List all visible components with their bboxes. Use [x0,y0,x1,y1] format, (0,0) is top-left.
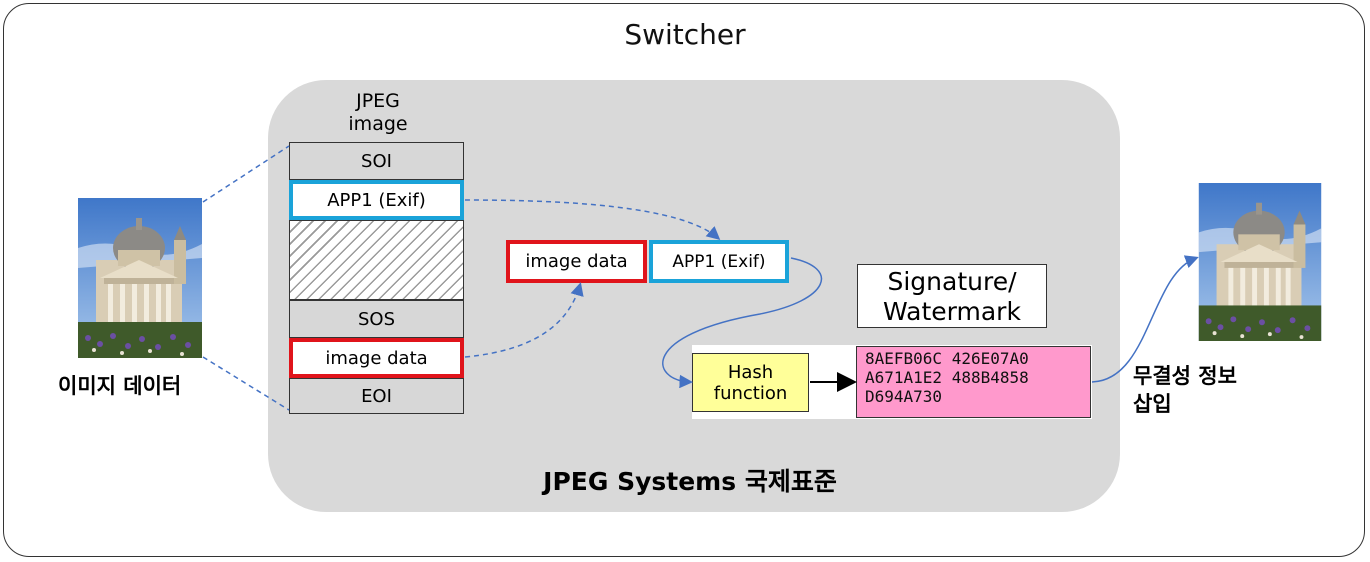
segment-sos: SOS [289,300,464,338]
segment-eoi: EOI [289,378,464,414]
segment-image-data: image data [289,338,464,378]
switcher-title: Switcher [624,18,746,51]
cathedral-photo-icon [78,198,202,358]
hash-line1: Hash [727,361,774,383]
output-label: 무결성 정보 삽입 [1133,362,1273,418]
hash-value-line2: A671A1E2 488B4858 [865,368,1029,387]
segment-soi: SOI [289,142,464,180]
hash-function-box: Hash function [692,353,809,412]
jpeg-label-line1: JPEG [356,90,400,112]
output-label-line2: 삽입 [1133,392,1172,416]
jpeg-systems-standard-label: JPEG Systems 국제표준 [543,467,837,496]
segment-hatched-data [289,220,464,300]
input-image-cathedral-photo [78,198,202,358]
hash-value-line1: 8AEFB06C 426E07A0 [865,349,1029,368]
signature-line2: Watermark [883,297,1021,326]
signature-line1: Signature/ [887,267,1017,296]
input-image-label: 이미지 데이터 [58,374,182,398]
segment-app1: APP1 (Exif) [289,180,464,220]
hash-line2: function [713,382,788,404]
extracted-app1: APP1 (Exif) [649,240,789,283]
extracted-image-data: image data [506,240,647,283]
hash-value-box: 8AEFB06C 426E07A0 A671A1E2 488B4858 D694… [856,346,1091,418]
output-image-cathedral-photo [1198,183,1322,341]
cathedral-photo-icon [1198,183,1322,341]
jpeg-image-label: JPEG image [318,90,438,136]
output-label-line1: 무결성 정보 [1133,364,1237,388]
hash-value-line3: D694A730 [865,387,943,406]
signature-watermark-box: Signature/ Watermark [857,264,1047,328]
jpeg-label-line2: image [348,113,408,135]
